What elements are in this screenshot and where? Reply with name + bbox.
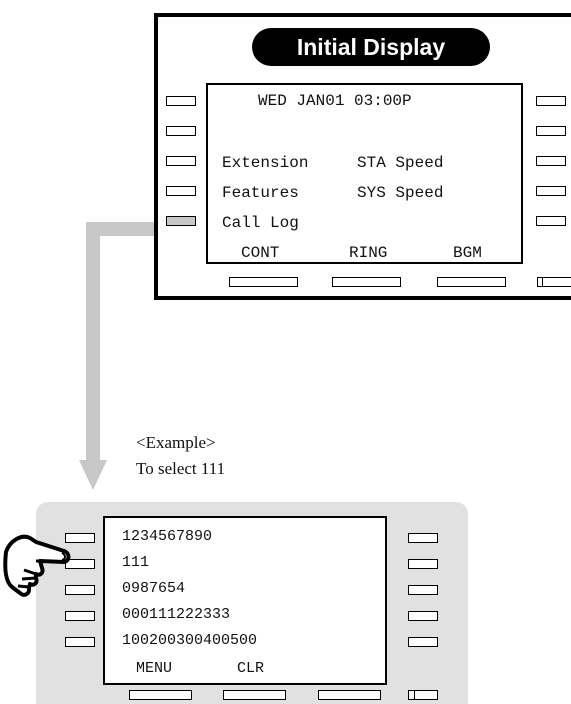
softkey-bgm[interactable] [437, 277, 506, 287]
line-key-left-5[interactable] [166, 216, 196, 226]
softkey-label-ring: RING [349, 244, 388, 262]
example-line-key-left-5[interactable] [65, 637, 95, 647]
example-lcd [103, 516, 387, 685]
softkey-label-bgm: BGM [453, 244, 482, 262]
line-key-left-1[interactable] [166, 96, 196, 106]
example-instruction: To select 111 [136, 459, 226, 478]
line-key-left-2[interactable] [166, 126, 196, 136]
log-entry-5: 100200300400500 [122, 632, 258, 649]
example-line-key-right-2[interactable] [408, 559, 438, 569]
menu-sys-speed: SYS Speed [357, 184, 444, 202]
initial-display-lcd [206, 83, 523, 264]
softkey-cont[interactable] [229, 277, 298, 287]
menu-features: Features [222, 184, 299, 202]
date-time-line: WED JAN01 03:00P [258, 92, 412, 110]
line-key-right-4[interactable] [536, 186, 566, 196]
example-line-key-left-3[interactable] [65, 585, 95, 595]
menu-sta-speed: STA Speed [357, 154, 444, 172]
menu-extension: Extension [222, 154, 309, 172]
line-key-right-3[interactable] [536, 156, 566, 166]
line-key-right-5[interactable] [536, 216, 566, 226]
example-line-key-right-4[interactable] [408, 611, 438, 621]
log-entry-2: 111 [122, 554, 150, 571]
line-key-right-2[interactable] [536, 126, 566, 136]
line-key-left-3[interactable] [166, 156, 196, 166]
example-softkey-4-divider [414, 690, 415, 700]
initial-display-title: Initial Display [252, 28, 490, 66]
line-key-left-4[interactable] [166, 186, 196, 196]
log-entry-4: 000111222333 [122, 606, 231, 623]
example-line-key-right-5[interactable] [408, 637, 438, 647]
example-softkey-menu[interactable] [129, 690, 192, 700]
log-entry-1: 1234567890 [122, 528, 213, 545]
example-heading: <Example> [136, 433, 216, 452]
softkey-ring[interactable] [332, 277, 401, 287]
example-softkey-4[interactable] [408, 690, 438, 700]
example-line-key-left-2[interactable] [65, 559, 95, 569]
example-line-key-right-3[interactable] [408, 585, 438, 595]
softkey-label-cont: CONT [241, 244, 280, 262]
example-softkey-3[interactable] [318, 690, 381, 700]
example-line-key-right-1[interactable] [408, 533, 438, 543]
menu-call-log: Call Log [222, 214, 299, 232]
log-entry-3: 0987654 [122, 580, 186, 597]
pointing-hand-icon [3, 534, 71, 597]
example-softkey-clr[interactable] [223, 690, 286, 700]
example-line-key-left-4[interactable] [65, 611, 95, 621]
softkey-extra[interactable] [537, 277, 571, 287]
line-key-right-1[interactable] [536, 96, 566, 106]
example-line-key-left-1[interactable] [65, 533, 95, 543]
softkey-extra-divider [542, 277, 543, 287]
softkey-label-menu: MENU [136, 660, 173, 677]
softkey-label-clr: CLR [237, 660, 265, 677]
